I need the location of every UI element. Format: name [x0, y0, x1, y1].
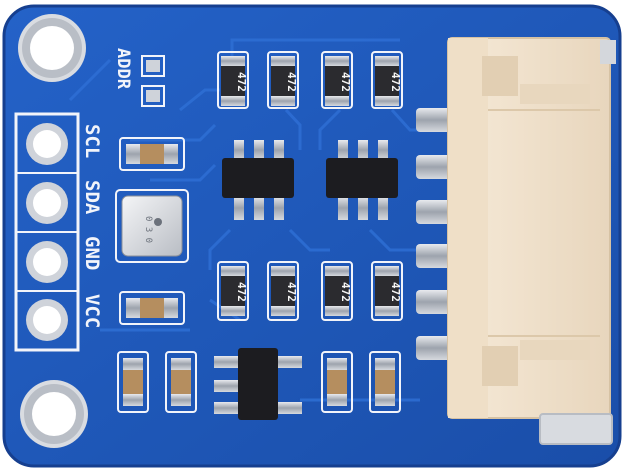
resistor-code: 472 [235, 282, 248, 302]
resistor-r4: 472 [371, 51, 403, 109]
pin-pad-sda [26, 182, 68, 224]
pin-pad-scl [26, 123, 68, 165]
capacitor-c2 [119, 291, 185, 325]
addr-label: ADDR [113, 48, 133, 90]
pressure-sensor: 0 3 0 [115, 189, 189, 263]
resistor-r3: 472 [321, 51, 353, 109]
resistor-r5: 472 [217, 261, 249, 321]
resistor-r8: 472 [371, 261, 403, 321]
resistor-code: 472 [389, 282, 402, 302]
resistor-code: 472 [235, 72, 248, 92]
capacitor-c3 [117, 351, 149, 413]
pcb-edge [2, 4, 622, 468]
pin-label-vcc: VCC [81, 294, 103, 328]
resistor-code: 472 [389, 72, 402, 92]
mounting-hole-top-left [18, 14, 86, 82]
resistor-code: 472 [339, 282, 352, 302]
pin-label-scl: SCL [81, 124, 103, 158]
regulator-chip [214, 348, 302, 420]
sensor-marking: 0 3 0 [143, 216, 153, 243]
capacitor-c5 [321, 351, 353, 413]
capacitor-c6 [369, 351, 401, 413]
pin-label-gnd: GND [81, 236, 103, 270]
pin-pad-gnd [26, 241, 68, 283]
addr-jumper [141, 55, 165, 107]
jst-connector [447, 37, 616, 445]
capacitor-c1 [119, 137, 185, 171]
capacitor-c4 [165, 351, 197, 413]
pin-label-sda: SDA [81, 180, 103, 215]
resistor-r2: 472 [267, 51, 299, 109]
mosfet-u2 [326, 140, 398, 220]
mosfet-u1 [222, 140, 294, 220]
resistor-r7: 472 [321, 261, 353, 321]
resistor-code: 472 [339, 72, 352, 92]
pin-pad-vcc [26, 299, 68, 341]
pin-header [14, 112, 80, 352]
resistor-r1: 472 [217, 51, 249, 109]
resistor-r6: 472 [267, 261, 299, 321]
resistor-code: 472 [285, 72, 298, 92]
mounting-hole-bottom-left [20, 380, 88, 448]
resistor-code: 472 [285, 282, 298, 302]
